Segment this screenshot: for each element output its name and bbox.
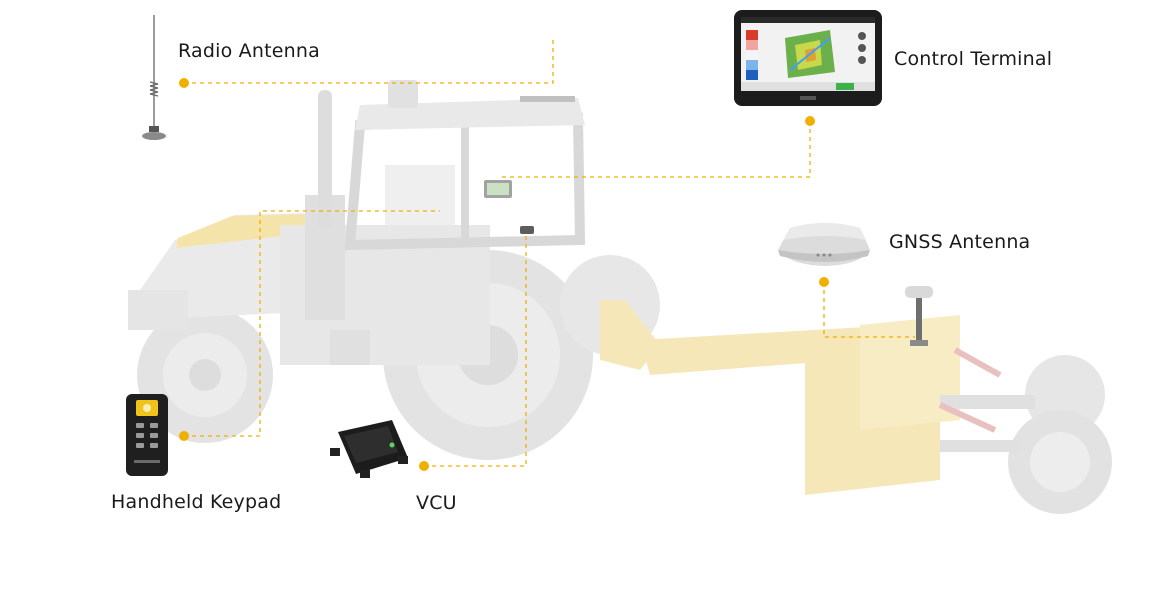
handheld-keypad-device (126, 394, 168, 476)
connector-lines (184, 40, 915, 467)
gnss-antenna-device (778, 223, 870, 266)
label-control-terminal: Control Terminal (894, 48, 1053, 70)
dot-gnss-antenna (819, 277, 829, 287)
radio-antenna-device (142, 15, 166, 140)
connector-vcu (424, 233, 527, 467)
dot-vcu (419, 461, 429, 471)
label-gnss-antenna: GNSS Antenna (889, 231, 1031, 253)
dot-radio-antenna (179, 78, 189, 88)
dot-handheld-keypad (179, 431, 189, 441)
implement-illustration (600, 286, 1112, 514)
label-handheld-keypad: Handheld Keypad (111, 491, 282, 513)
control-terminal-device (734, 10, 882, 106)
label-vcu: VCU (416, 492, 457, 514)
connector-dots (179, 78, 829, 471)
vcu-device (330, 420, 408, 478)
connector-control-terminal (500, 121, 811, 178)
connector-gnss-antenna (823, 282, 915, 338)
dot-control-terminal (805, 116, 815, 126)
tractor-illustration (128, 80, 660, 460)
connector-radio-antenna (184, 40, 554, 84)
label-radio-antenna: Radio Antenna (178, 40, 320, 62)
